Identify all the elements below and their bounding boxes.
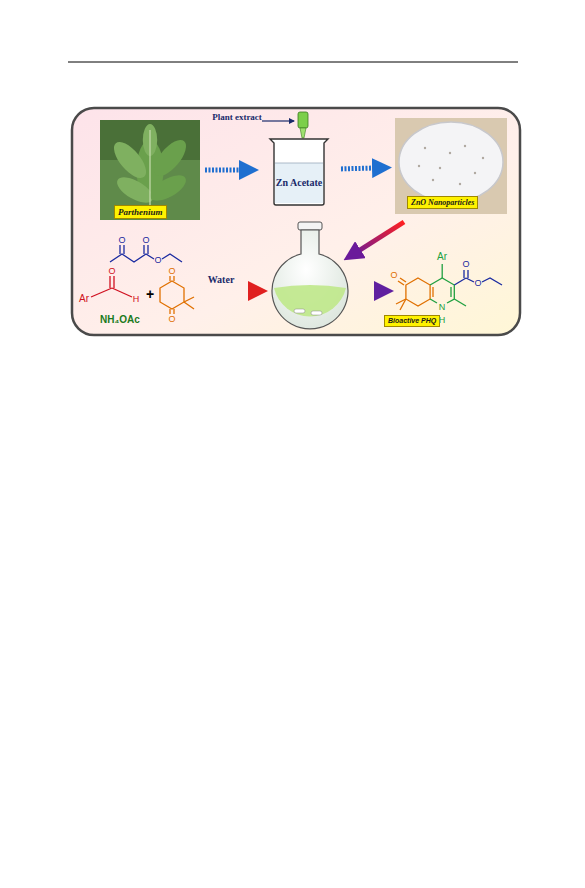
atom-label: Ar <box>79 294 89 304</box>
photo-box: ZnO Nanoparticles <box>395 118 507 214</box>
atom-label: O <box>474 279 481 288</box>
product-tag: Bioactive PHQ <box>384 315 440 327</box>
reagent-label: NH₄OAc <box>100 315 140 325</box>
atom-label: O <box>108 267 115 276</box>
atom-label: N <box>439 303 446 312</box>
atom-label: O <box>142 236 149 245</box>
process-arrow <box>205 168 249 173</box>
photo-tag: ZnO Nanoparticles <box>407 196 478 209</box>
beaker-box: Zn Acetate <box>262 133 336 207</box>
product-box: Bioactive PHQ <box>384 315 434 327</box>
photo-box: Parthenium <box>100 120 200 220</box>
atom-label: O <box>118 236 125 245</box>
atom-label: H <box>133 295 140 304</box>
photo-tag: Parthenium <box>114 205 167 219</box>
atom-label: H <box>439 316 446 325</box>
solvent-label: Water <box>208 275 235 285</box>
atom-label: O <box>154 256 161 265</box>
atom-label: O <box>462 260 469 269</box>
beaker-art <box>262 133 336 207</box>
process-arrow <box>341 168 382 169</box>
atom-label: O <box>390 271 397 280</box>
box-text: Zn Acetate <box>262 177 336 188</box>
note-label: Plant extract <box>212 113 262 122</box>
atom-label: Ar <box>437 252 447 262</box>
plus-sign: + <box>146 287 154 301</box>
atom-label: O <box>168 315 175 324</box>
atom-label: O <box>168 267 175 276</box>
